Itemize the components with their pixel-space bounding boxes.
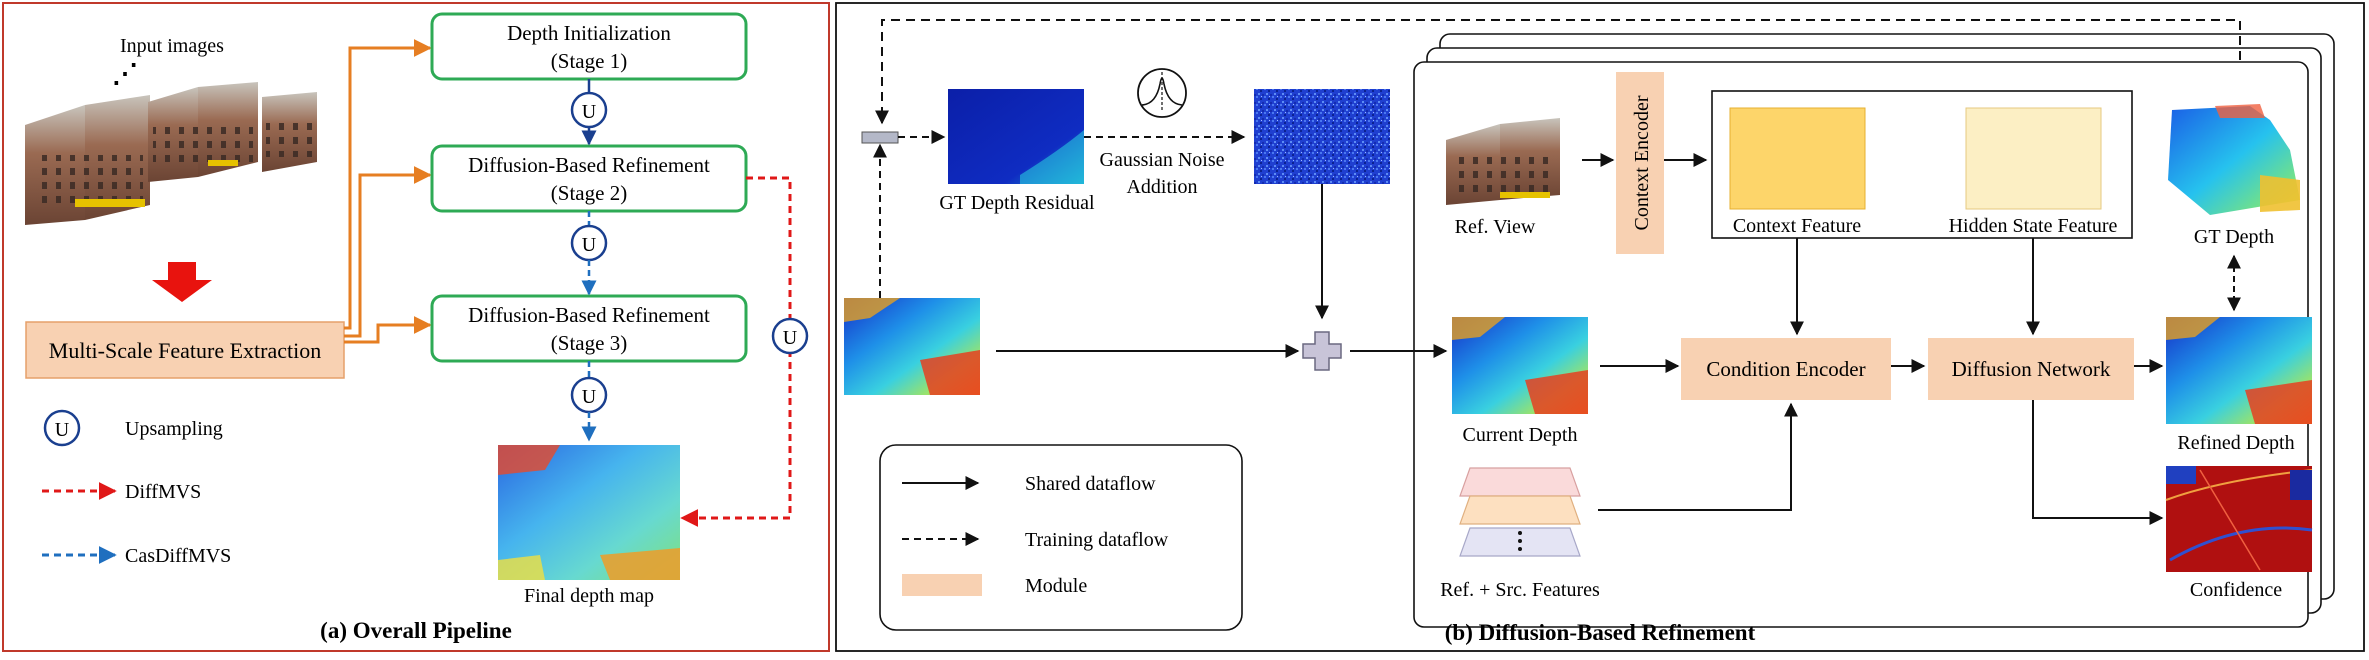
ref-src-features-icon xyxy=(1459,467,1581,557)
legend-casdiffmvs: CasDiffMVS xyxy=(125,545,231,567)
condition-encoder-box xyxy=(1681,338,1891,400)
upsample-symbol: U xyxy=(783,327,798,349)
upsample-symbol: U xyxy=(582,386,597,408)
feature-extraction-label: Multi-Scale Feature Extraction xyxy=(49,338,321,363)
hidden-state-label: Hidden State Feature xyxy=(1949,215,2118,237)
panel-b-caption: (b) Diffusion-Based Refinement xyxy=(1445,620,1756,645)
current-depth-image xyxy=(1452,317,1588,414)
current-depth-label: Current Depth xyxy=(1463,424,1578,446)
refined-depth-label: Refined Depth xyxy=(2177,432,2294,454)
diffusion-network-box xyxy=(1928,338,2134,400)
noisy-residual-image xyxy=(1254,89,1390,184)
residual-highlight xyxy=(1020,130,1084,184)
arrow-diff-confidence xyxy=(2032,400,2164,525)
panel-b-frame xyxy=(835,2,2365,652)
context-feature-label: Context Feature xyxy=(1733,215,1861,237)
stage2-subtitle: (Stage 2) xyxy=(551,181,627,205)
context-encoder-label: Context Encoder xyxy=(1631,95,1653,230)
upsample-symbol: U xyxy=(582,101,597,123)
ref-view-label: Ref. View xyxy=(1455,216,1536,238)
noise-label-line2: Addition xyxy=(1126,176,1197,198)
orange-arrow-stage1 xyxy=(344,39,432,330)
upsample-symbol: U xyxy=(582,234,597,256)
gaussian-icon xyxy=(1137,68,1187,118)
panel-a-frame xyxy=(2,2,830,652)
upsample-symbol: U xyxy=(55,419,70,441)
ref-src-features-label: Ref. + Src. Features xyxy=(1440,579,1600,601)
stage3-title: Diffusion-Based Refinement xyxy=(468,303,710,327)
orange-arrow-stage3 xyxy=(344,316,432,344)
gt-depth-image xyxy=(2168,104,2300,215)
stage2-title: Diffusion-Based Refinement xyxy=(468,153,710,177)
feedback-dashed-line xyxy=(875,19,2241,125)
confidence-label: Confidence xyxy=(2190,579,2282,601)
legend-diffmvs: DiffMVS xyxy=(125,481,201,503)
orange-arrow-stage2 xyxy=(344,166,432,338)
stage3-box: Diffusion-Based Refinement (Stage 3) xyxy=(430,294,748,363)
residual-op-block xyxy=(861,131,899,144)
legend-training: Training dataflow xyxy=(1025,529,1169,551)
context-encoder-box xyxy=(1616,72,1664,254)
ref-view-image xyxy=(1446,118,1560,205)
input-images-label: Input images xyxy=(120,35,224,57)
input-ellipsis: ⋰ xyxy=(112,59,138,88)
feature-group-box xyxy=(1711,90,2133,239)
diffusion-network-label: Diffusion Network xyxy=(1952,357,2111,381)
final-depth-map-label: Final depth map xyxy=(524,585,654,607)
legend-b: Shared dataflow Training dataflow Module xyxy=(879,444,1243,631)
condition-encoder-label: Condition Encoder xyxy=(1706,357,1865,381)
confidence-image xyxy=(2165,466,2313,572)
hidden-state-block xyxy=(1965,107,2102,210)
legend-module: Module xyxy=(1025,575,1087,597)
legend-upsampling: Upsampling xyxy=(125,418,223,440)
feature-extraction-box: Multi-Scale Feature Extraction xyxy=(25,321,345,379)
panel-a-caption: (a) Overall Pipeline xyxy=(320,618,512,643)
stage2-box: Diffusion-Based Refinement (Stage 2) xyxy=(430,144,748,213)
stage3-subtitle: (Stage 3) xyxy=(551,331,627,355)
upsample-icon xyxy=(43,409,81,447)
arrow-features-cond xyxy=(1598,402,1798,511)
gt-depth-label: GT Depth xyxy=(2194,226,2274,248)
panel-a: Input images ⋰ Multi-Scale Feature Extra… xyxy=(2,2,830,652)
noise-label-line1: Gaussian Noise xyxy=(1100,149,1225,171)
stage1-box: Depth Initialization (Stage 1) xyxy=(430,12,748,81)
legend-shared: Shared dataflow xyxy=(1025,473,1156,495)
final-depth-map xyxy=(498,445,680,580)
down-arrow-icon xyxy=(152,262,212,302)
refined-depth-image xyxy=(2166,317,2312,424)
panel-b: GT Depth Residual Gaussian Noise Additio… xyxy=(835,2,2365,652)
gt-residual-label: GT Depth Residual xyxy=(939,192,1095,214)
context-feature-block xyxy=(1729,107,1866,210)
legend-module-swatch xyxy=(902,574,982,596)
plus-icon xyxy=(1302,331,1342,371)
diffmvs-path xyxy=(680,176,792,527)
legend-a: U Upsampling DiffMVS CasDiffMVS xyxy=(42,409,231,567)
input-depth-image xyxy=(844,298,980,395)
stage1-title: Depth Initialization xyxy=(507,21,671,45)
stage1-subtitle: (Stage 1) xyxy=(551,49,627,73)
upsample-icon xyxy=(771,317,809,355)
input-images xyxy=(25,82,317,225)
